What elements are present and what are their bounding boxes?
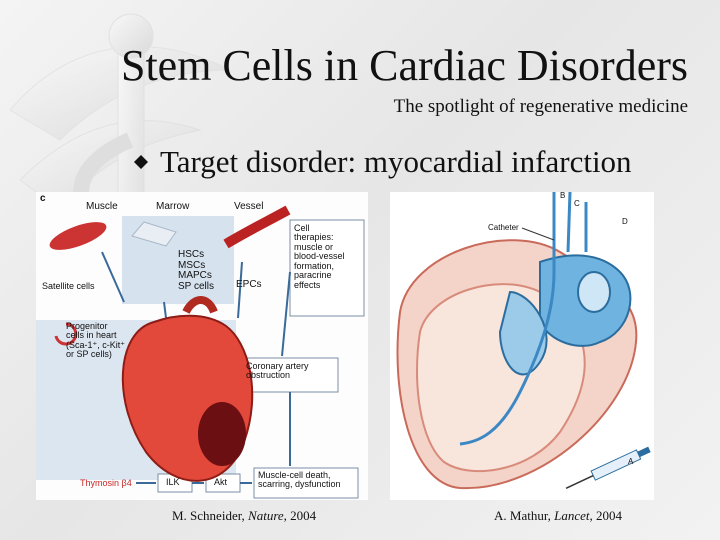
vessel-graphic <box>226 210 288 244</box>
epcs-label: EPCs <box>236 280 262 291</box>
stem-cell-diagram: c Muscle Marrow Vessel Satellite cells H… <box>36 192 368 500</box>
catheter-illustration-graphics <box>390 192 654 500</box>
hsc-list: HSCs MSCs MAPCs SP cells <box>178 250 214 292</box>
label-a: A <box>628 458 633 466</box>
coronary-label: Coronary artery obstruction <box>246 362 309 381</box>
vessel-label: Vessel <box>234 202 263 213</box>
panel-letter: c <box>40 194 46 205</box>
diamond-bullet-icon <box>134 155 148 169</box>
bullet-item: Target disorder: myocardial infarction <box>134 144 632 180</box>
thymosin-label: Thymosin β4 <box>80 479 132 488</box>
muscle-label: Muscle <box>86 202 118 213</box>
slide-title: Stem Cells in Cardiac Disorders <box>121 40 688 91</box>
marrow-label: Marrow <box>156 202 189 213</box>
slide-subtitle: The spotlight of regenerative medicine <box>394 96 688 118</box>
muscle-death-label: Muscle-cell death, scarring, dysfunction <box>258 471 341 490</box>
label-c: C <box>574 200 580 208</box>
progenitor-label: Progenitor cells in heart (Sca-1⁺, c-Kit… <box>66 322 125 360</box>
muscle-cell <box>46 216 109 255</box>
cell-therapies-label: Cell therapies: muscle or blood-vessel f… <box>294 224 345 290</box>
akt-label: Akt <box>214 478 227 487</box>
satellite-cells-label: Satellite cells <box>42 282 95 291</box>
label-d: D <box>622 218 628 226</box>
caption-right: A. Mathur, Lancet, 2004 <box>494 508 622 524</box>
bullet-text: Target disorder: myocardial infarction <box>160 144 632 180</box>
catheter-illustration: Catheter B C D A <box>390 192 654 500</box>
infarct-region <box>198 402 246 466</box>
caption-left: M. Schneider, Nature, 2004 <box>172 508 316 524</box>
ilk-label: ILK <box>166 478 180 487</box>
label-b: B <box>560 192 565 200</box>
syringe-icon <box>564 445 652 493</box>
catheter-label: Catheter <box>488 224 519 232</box>
